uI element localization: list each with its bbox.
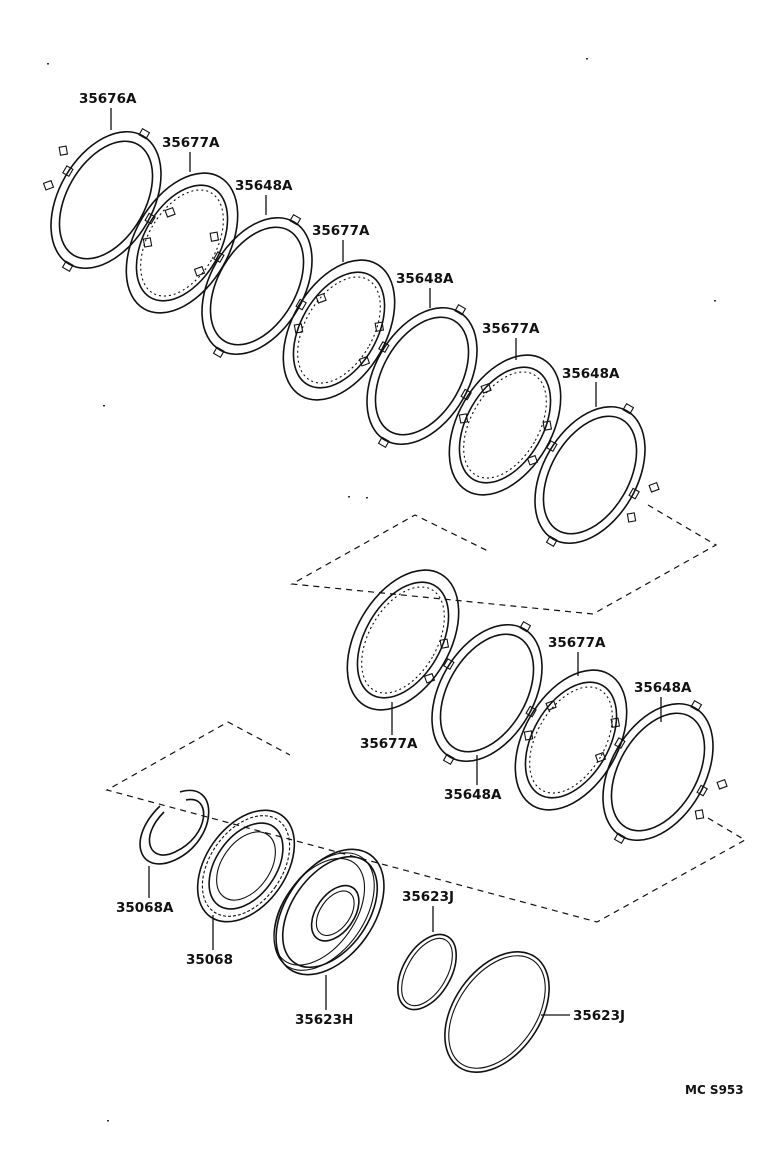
label-35648a-5: 35648A	[634, 680, 692, 696]
label-35648a-2: 35648A	[396, 271, 454, 287]
label-35648a-3: 35648A	[562, 366, 620, 382]
dashed-outline-middle	[290, 504, 718, 615]
label-35623h: 35623H	[295, 1012, 353, 1028]
clutch-disc-2	[259, 239, 419, 421]
label-35068: 35068	[186, 952, 233, 968]
clutch-disc-3	[425, 334, 585, 516]
o-ring-small-35623j	[397, 933, 457, 1011]
label-35068a: 35068A	[116, 900, 174, 916]
clutch-disc-5	[491, 649, 651, 831]
label-35676a: 35676A	[79, 91, 137, 107]
clutch-plate-5	[388, 589, 586, 797]
label-35677a-1: 35677A	[162, 135, 220, 151]
clutch-plate-4	[491, 371, 689, 579]
clutch-plate-6	[559, 668, 757, 876]
o-ring-large-35623j	[444, 951, 550, 1073]
label-35677a-2: 35677A	[312, 223, 370, 239]
label-35648a-4: 35648A	[444, 787, 502, 803]
label-35677a-3: 35677A	[482, 321, 540, 337]
clutch-disc-4	[323, 549, 483, 731]
label-35677a-4: 35677A	[360, 736, 418, 752]
figure-code: MC S953	[685, 1083, 744, 1097]
label-35623j-2: 35623J	[573, 1008, 625, 1024]
label-35677a-5: 35677A	[548, 635, 606, 651]
snap-ring-35068a	[139, 789, 210, 865]
label-35623j-1: 35623J	[402, 889, 454, 905]
retainer-35068	[196, 809, 296, 923]
piston-35623h	[273, 848, 385, 976]
leader-lines	[110, 108, 662, 1016]
label-35648a-1: 35648A	[235, 178, 293, 194]
scan-specks	[47, 58, 716, 1122]
clutch-plate-3	[323, 272, 521, 480]
